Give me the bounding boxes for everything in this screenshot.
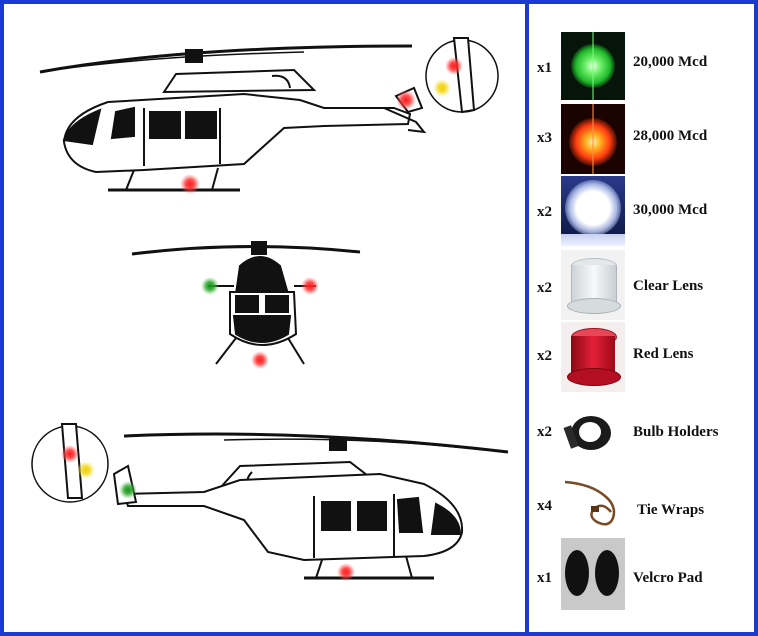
qty-green-led: x1 [537,60,552,76]
label-white-led: 30,000 Mcd [633,202,708,218]
label-green-led: 20,000 Mcd [633,54,708,70]
qty-velcro-pad: x1 [537,570,552,586]
front-belly-red-light [251,351,269,369]
kit-contents-panel: x1 20,000 Mcd x3 28,000 Mcd x2 30,000 Mc… [529,4,754,632]
bulb-holder-icon [561,402,625,462]
label-red-led: 28,000 Mcd [633,128,708,144]
label-velcro-pad: Velcro Pad [633,570,703,586]
helicopter-side-view-left [39,37,499,192]
qty-clear-lens: x2 [537,280,552,296]
belly-red-light [180,174,200,194]
qty-white-led: x2 [537,204,552,220]
helicopter-diagram-panel [4,4,525,632]
tail-yellow-light-2 [77,461,95,479]
tail-red-light-2 [61,445,79,463]
label-tie-wraps: Tie Wraps [637,502,705,518]
qty-bulb-holders: x2 [537,424,552,440]
red-lens-icon [561,322,625,392]
label-red-lens: Red Lens [633,346,694,362]
label-bulb-holders: Bulb Holders [633,424,719,440]
tail-fin-red-light [396,90,416,110]
clear-lens-icon [561,250,625,320]
front-green-light [201,277,219,295]
front-red-light [301,277,319,295]
tail-fin-green-light [119,481,137,499]
qty-red-lens: x2 [537,348,552,364]
tail-yellow-light [433,79,451,97]
helicopter-side-view-right [31,423,509,580]
label-clear-lens: Clear Lens [633,278,704,294]
white-led-icon [561,176,625,246]
qty-tie-wraps: x4 [537,498,552,514]
panel-divider [525,0,529,636]
velcro-pad-icon [561,538,625,610]
helicopter-front-view [131,241,361,365]
green-led-icon [561,32,625,100]
tie-wrap-icon [561,472,625,534]
qty-red-led: x3 [537,130,552,146]
belly-red-light-2 [337,563,355,581]
helicopter-drawings [31,37,509,581]
tail-red-light [445,57,463,75]
red-led-icon [561,104,625,174]
tie-wrap-drawing [564,480,616,526]
